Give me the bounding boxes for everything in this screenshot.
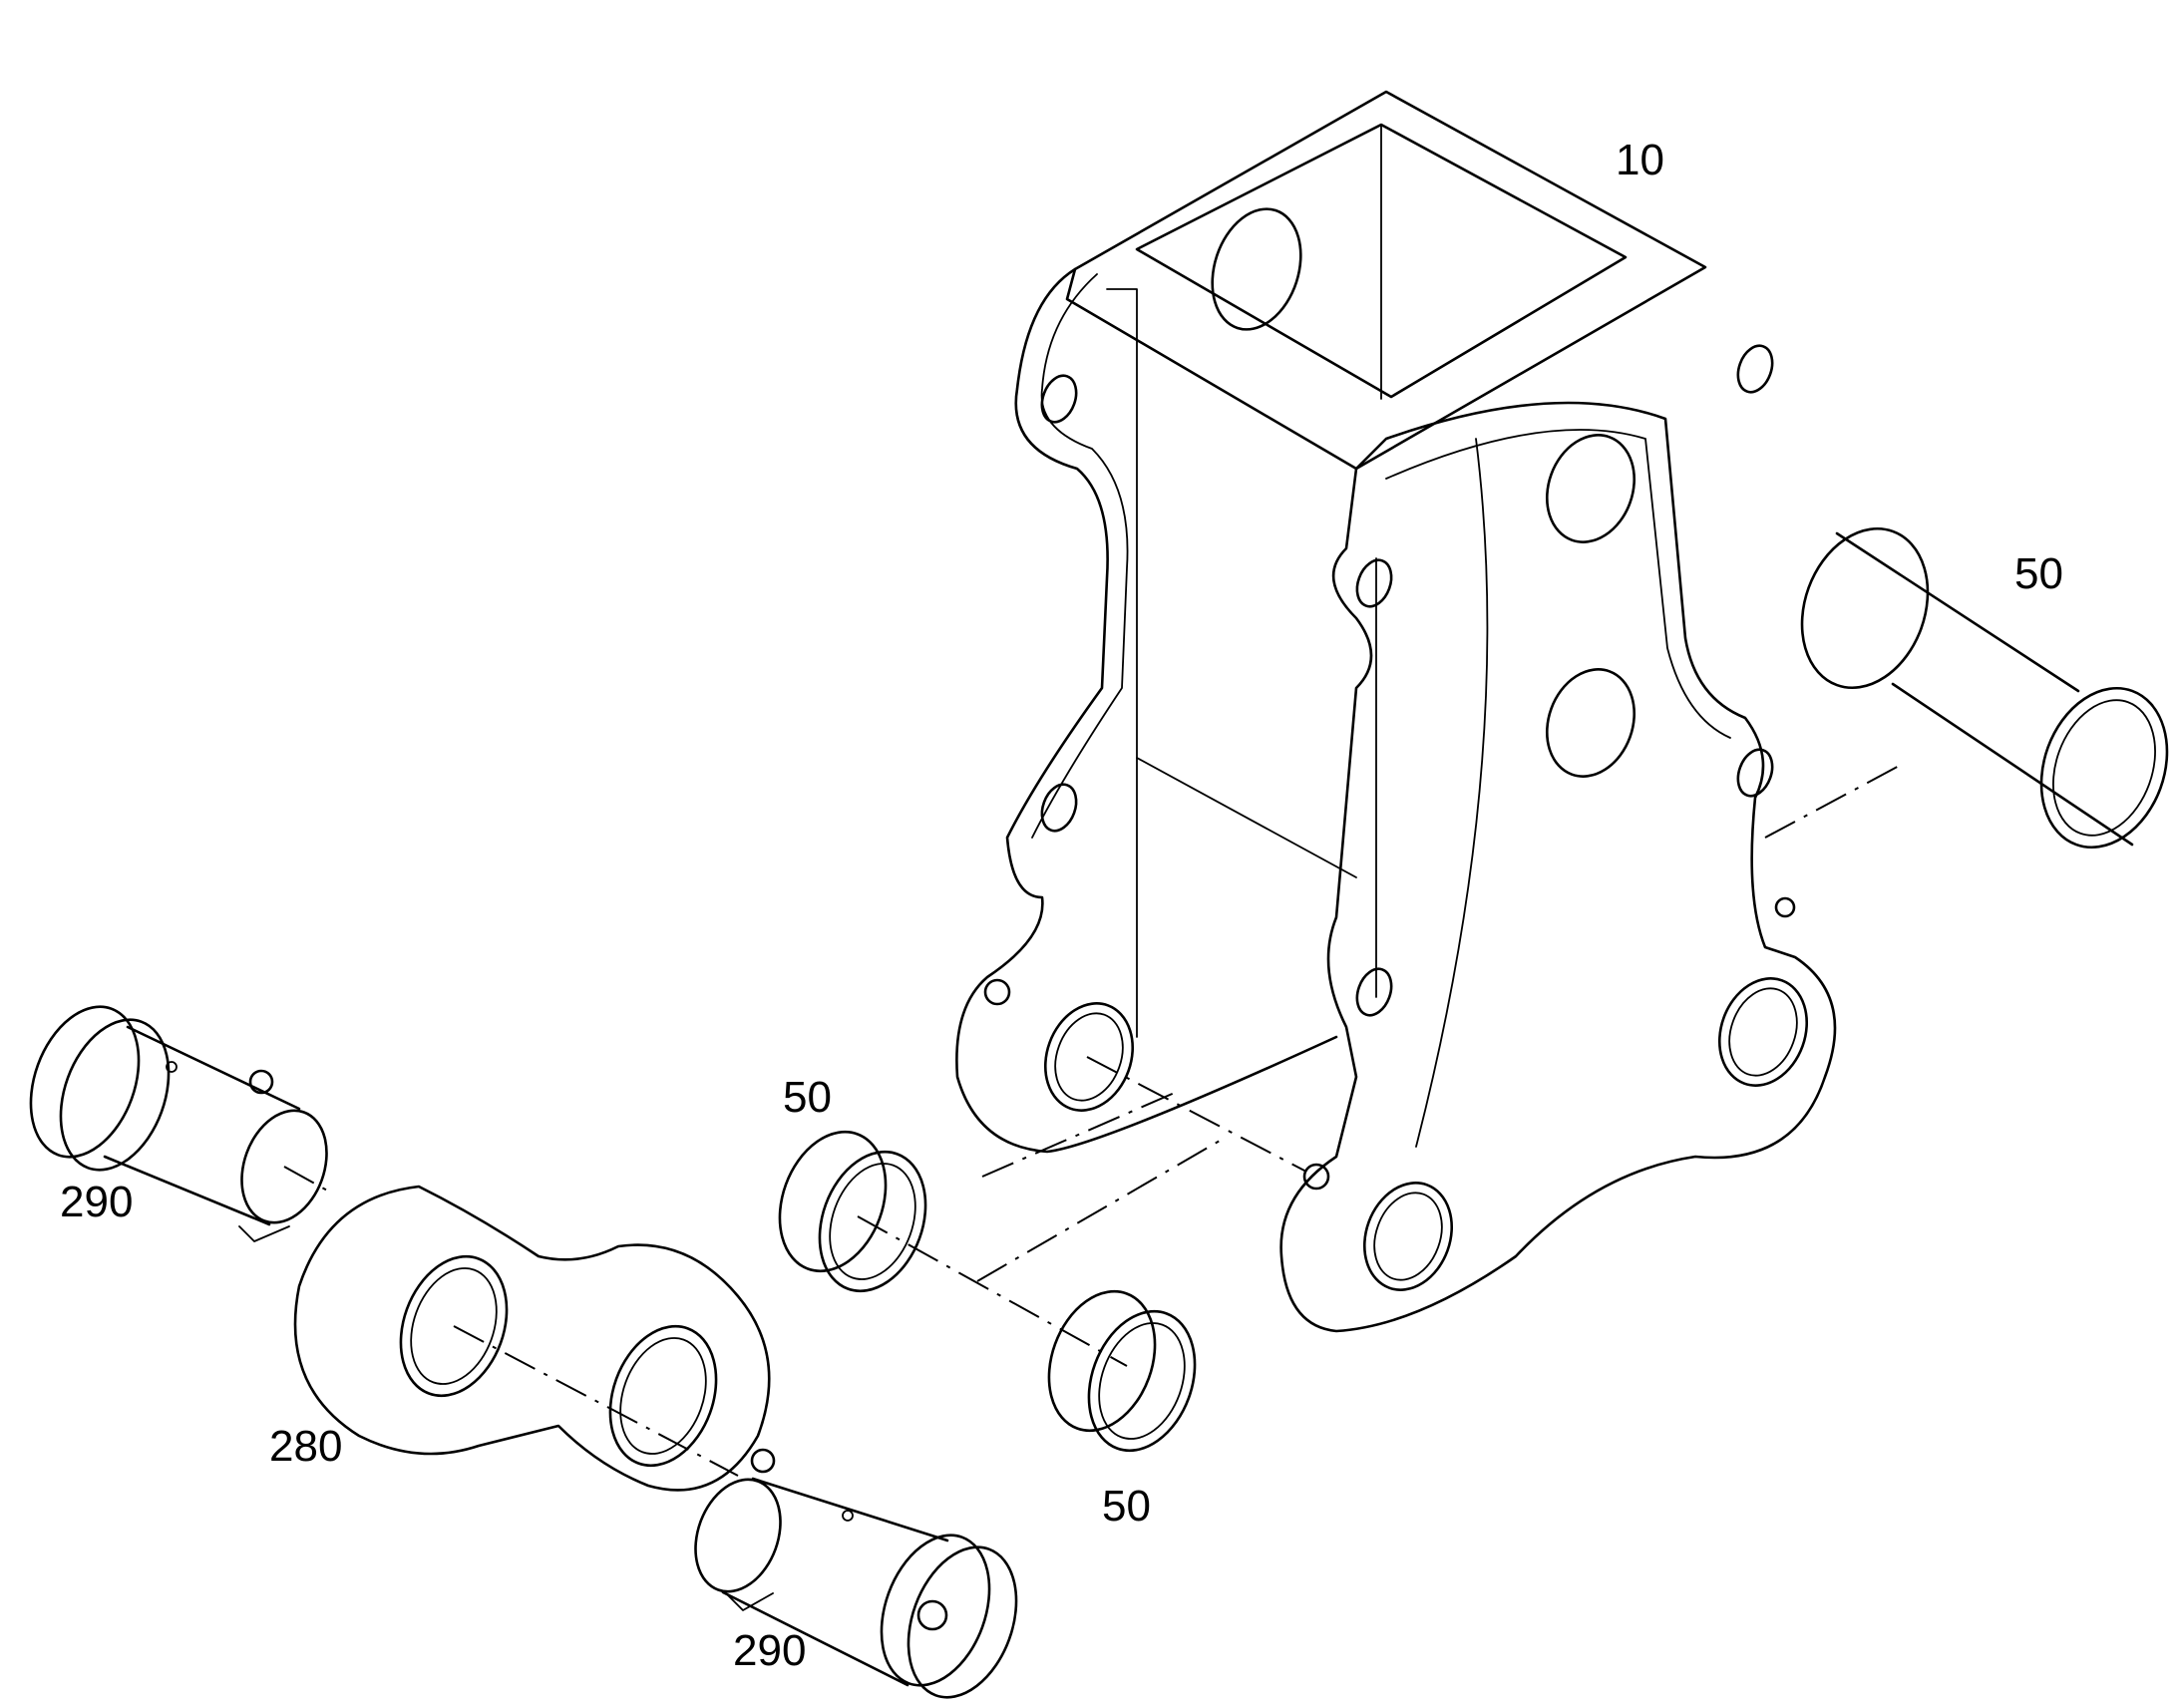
callout-bushing-lower: 50	[1102, 1482, 1151, 1531]
frame-part	[955, 90, 1837, 1333]
axis-link	[453, 1325, 739, 1477]
axis-bushings	[857, 1215, 1128, 1367]
callout-frame: 10	[1616, 136, 1664, 184]
axis-frame-upper-bushing	[981, 1091, 1178, 1178]
axis-large-bushing	[1764, 762, 1906, 839]
callout-pin-upper: 290	[60, 1178, 133, 1226]
axis-frame-lower	[1086, 1056, 1307, 1173]
callout-bushing-large: 50	[2014, 549, 2063, 598]
pin-upper-part	[29, 1005, 328, 1242]
assembly-axes	[283, 762, 1906, 1477]
bushing-lower-part	[1047, 1289, 1197, 1453]
bushing-upper-part	[778, 1130, 927, 1293]
bushing-large-part	[1800, 526, 2169, 850]
callout-bushing-upper: 50	[783, 1073, 832, 1122]
callout-pin-lower: 290	[733, 1626, 806, 1675]
axis-pin-upper	[283, 1166, 330, 1193]
callout-link: 280	[269, 1422, 342, 1471]
axis-bushing-to-frame	[976, 1136, 1228, 1282]
pin-lower-part	[694, 1448, 1018, 1699]
link-part	[293, 1185, 771, 1492]
